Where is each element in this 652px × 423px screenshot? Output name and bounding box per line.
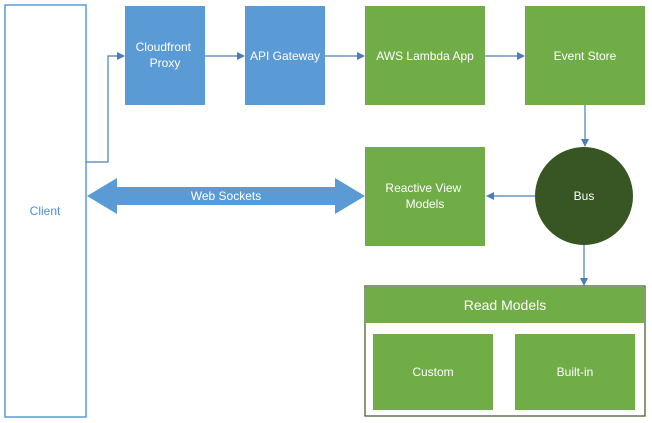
api-gateway-box: [245, 6, 325, 105]
custom-read-model-label: Custom: [412, 365, 453, 379]
web-sockets-arrow: [87, 178, 365, 214]
reactive-view-models-label-line1: Reactive View: [385, 181, 461, 195]
lambda-app-label: AWS Lambda App: [376, 49, 474, 63]
cloudfront-proxy-box: [125, 6, 205, 105]
lambda-app-box: [365, 6, 485, 105]
reactive-view-models-box: [365, 147, 485, 246]
client-box: [4, 4, 87, 418]
event-store-box: [525, 6, 645, 105]
read-models-header: [366, 287, 644, 323]
web-sockets-label: Web Sockets: [191, 189, 261, 203]
reactive-view-models-label: Reactive View Models: [385, 181, 464, 211]
builtin-read-model-label: Built-in: [557, 365, 594, 379]
cloudfront-proxy-label: Cloudfront Proxy: [136, 40, 195, 70]
bus-circle: [535, 147, 633, 245]
cloudfront-proxy-label-line2: Proxy: [150, 56, 181, 70]
reactive-view-models-label-line2: Models: [406, 197, 445, 211]
connector-client-cloudfront: [86, 52, 125, 163]
builtin-read-model-box: [515, 334, 635, 410]
event-store-label: Event Store: [554, 49, 617, 63]
client-label: Client: [30, 204, 61, 218]
read-models-title: Read Models: [464, 297, 547, 313]
cloudfront-proxy-label-line1: Cloudfront: [136, 40, 192, 54]
api-gateway-label: API Gateway: [250, 49, 320, 63]
custom-read-model-box: [373, 334, 493, 410]
bus-label: Bus: [574, 189, 595, 203]
